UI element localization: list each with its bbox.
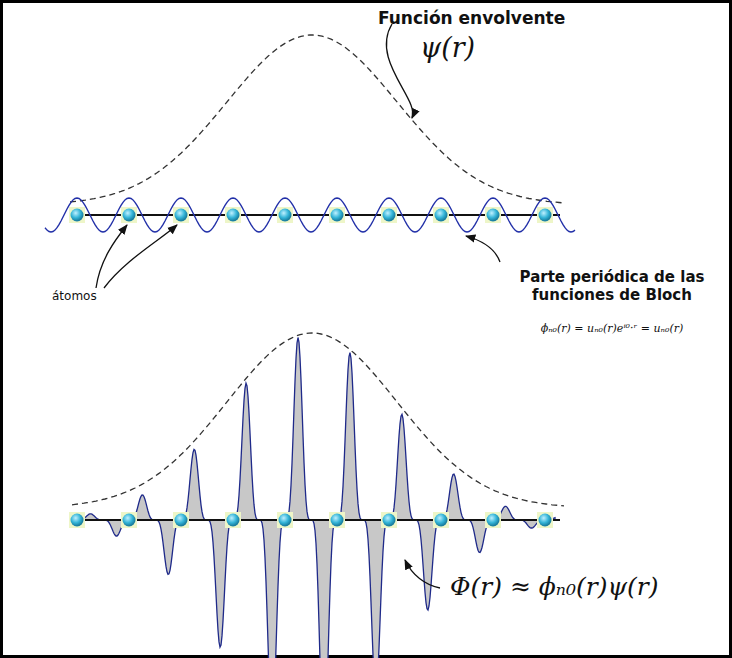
atom-halo — [121, 207, 137, 223]
atom — [71, 209, 84, 222]
bloch-formula: ϕₙ₀(r) = uₙ₀(r)eⁱ⁰·ʳ = uₙ₀(r) — [541, 322, 684, 335]
atom — [123, 209, 136, 222]
atom-halo — [537, 207, 553, 223]
atom — [71, 514, 84, 527]
atom-halo — [69, 207, 85, 223]
atom-halo — [121, 512, 137, 528]
atom-halo — [381, 512, 397, 528]
atom-halo — [69, 512, 85, 528]
product-formula: Φ(r) ≈ ϕₙ₀(r)ψ(r) — [450, 572, 659, 601]
atom — [331, 514, 344, 527]
atom-halo — [329, 512, 345, 528]
atom — [279, 209, 292, 222]
envelope-curve — [72, 333, 564, 506]
envelope-symbol: ψ(r) — [420, 32, 475, 63]
atom — [227, 209, 240, 222]
wavefunction-product — [75, 338, 555, 658]
atom — [227, 514, 240, 527]
atom-halo — [381, 207, 397, 223]
atom-halo — [277, 207, 293, 223]
atom-halo — [433, 512, 449, 528]
atom-label: átomos — [52, 289, 97, 303]
atom-halo — [485, 512, 501, 528]
envelope-title: Función envolvente — [378, 8, 565, 28]
atom — [123, 514, 136, 527]
atom — [279, 514, 292, 527]
atom — [175, 209, 188, 222]
atom-halo — [173, 512, 189, 528]
atom — [487, 514, 500, 527]
atom-halo — [329, 207, 345, 223]
atom — [175, 514, 188, 527]
atom — [331, 209, 344, 222]
leader-line — [405, 560, 440, 588]
atom-halo — [537, 512, 553, 528]
atom — [539, 209, 552, 222]
bloch-periodic-wave — [45, 198, 575, 232]
atom-halo — [225, 207, 241, 223]
atom — [435, 514, 448, 527]
atom — [435, 209, 448, 222]
atom — [487, 209, 500, 222]
atom-halo — [485, 207, 501, 223]
atom-halo — [433, 207, 449, 223]
atom — [383, 514, 396, 527]
atom — [383, 209, 396, 222]
atom-halo — [277, 512, 293, 528]
top-panel — [45, 35, 575, 232]
atom — [539, 514, 552, 527]
leader-line — [104, 225, 177, 288]
leader-line — [466, 236, 500, 262]
atom-halo — [225, 512, 241, 528]
atom-halo — [173, 207, 189, 223]
bottom-panel — [69, 333, 564, 658]
envelope-curve — [70, 35, 565, 203]
leader-line — [386, 24, 413, 118]
bloch-title: Parte periódica de las funciones de Bloc… — [507, 268, 717, 304]
